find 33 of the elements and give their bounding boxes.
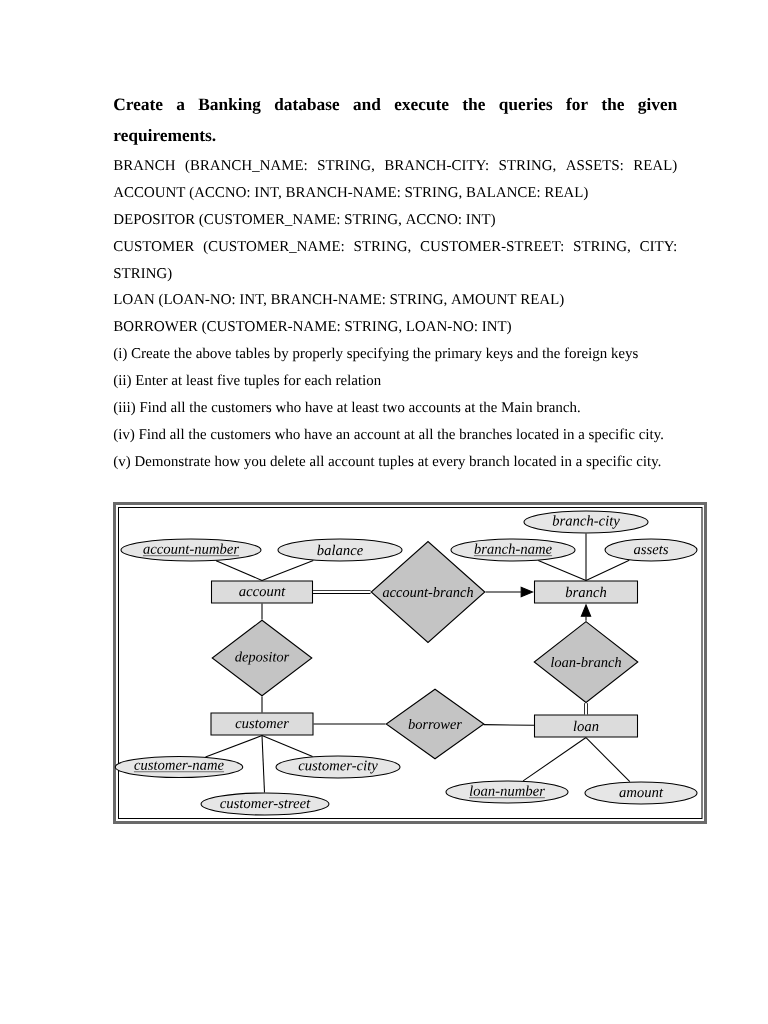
connector-line — [585, 533, 587, 581]
text-line: (ii) Enter at least five tuples for each relation — [113, 374, 381, 389]
connector-line — [261, 603, 263, 620]
connector-line — [313, 723, 386, 725]
text-line: DEPOSITOR (CUSTOMER_NAME: STRING, ACCNO: INT) — [113, 213, 495, 228]
entity-box: account — [210, 580, 314, 604]
entity-box: customer — [210, 712, 314, 736]
connector-line — [261, 735, 266, 793]
connector-line — [261, 696, 263, 713]
text-line: (v) Demonstrate how you delete all account tuples at every branch located in a specific city. — [113, 455, 661, 470]
double-line — [313, 590, 371, 594]
connector-line — [483, 724, 535, 726]
text-line: LOAN (LOAN-NO: INT, BRANCH-NAME: STRING, AMOUNT REAL) — [113, 293, 564, 308]
connector-line — [585, 737, 631, 783]
heading: Create a Banking database and execute the queries for the given requirements. — [113, 97, 677, 145]
connector-line — [204, 735, 263, 758]
connector-line — [261, 559, 314, 581]
entity-box: loan — [533, 714, 639, 738]
text-line: BRANCH (BRANCH_NAME: STRING, BRANCH-CITY: STRING, ASSETS: REAL) — [113, 159, 677, 174]
double-line — [584, 703, 588, 715]
connector-line — [215, 560, 263, 581]
text-line: BORROWER (CUSTOMER-NAME: STRING, LOAN-NO: INT) — [113, 320, 511, 335]
text-line: ACCOUNT (ACCNO: INT, BRANCH-NAME: STRING, BALANCE: REAL) — [113, 186, 588, 201]
text-line: (i) Create the above tables by properly specifying the primary keys and the foreign keys — [113, 347, 638, 362]
connector-line — [537, 560, 587, 581]
connector-line — [585, 559, 630, 581]
entity-box: branch — [533, 580, 639, 604]
connector-line — [261, 735, 314, 757]
text-line: (iii) Find all the customers who have at least two accounts at the Main branch. — [113, 401, 580, 416]
arrow — [485, 586, 534, 598]
text-line: (iv) Find all the customers who have an account at all the branches located in a specific city. — [113, 428, 663, 443]
text-line: CUSTOMER (CUSTOMER_NAME: STRING, CUSTOMER-STREET: STRING, CITY: STRING) — [113, 240, 677, 282]
connector-line — [522, 737, 587, 782]
